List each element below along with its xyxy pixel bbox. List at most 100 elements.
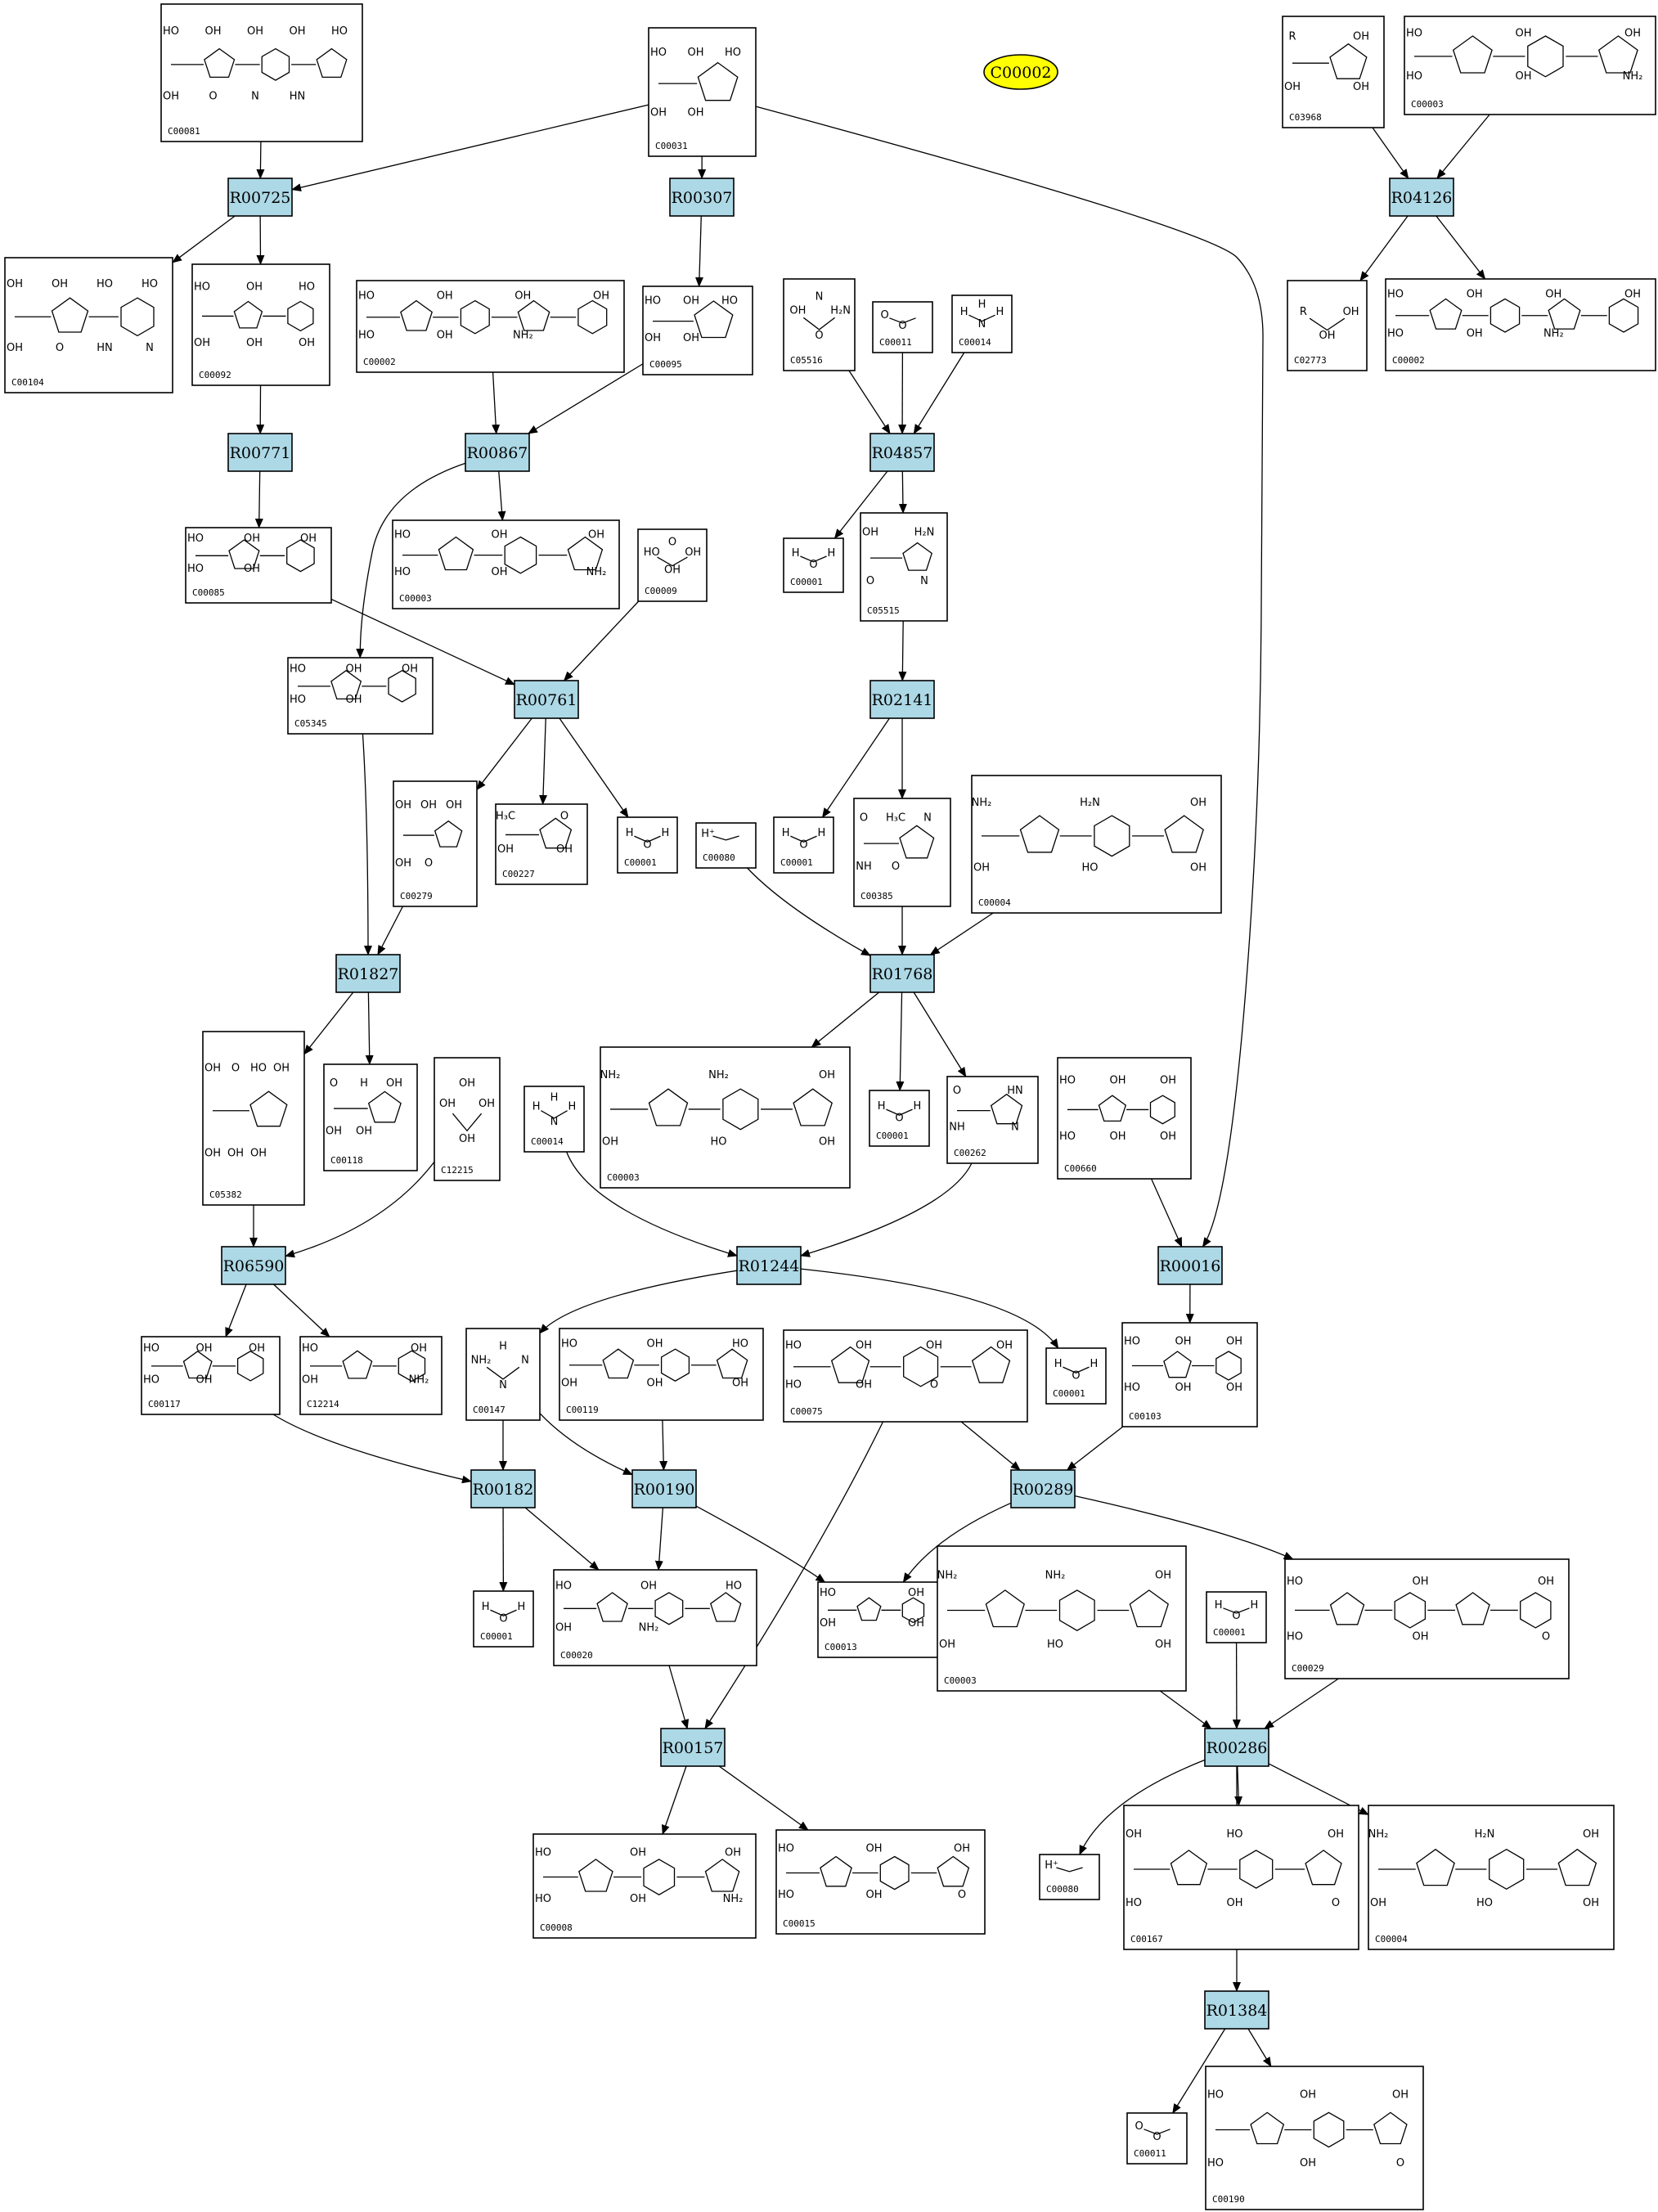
reaction-node-r00307[interactable]: R00307	[669, 178, 735, 217]
structure-drawing	[658, 61, 739, 101]
reaction-node-r00289[interactable]: R00289	[1010, 1469, 1076, 1508]
reaction-node-r01768[interactable]: R01768	[869, 954, 935, 993]
atom-label: H	[550, 1092, 559, 1104]
atom-label: OH	[204, 1062, 221, 1074]
reaction-node-r00761[interactable]: R00761	[514, 680, 579, 719]
atom-label: OH	[856, 1379, 872, 1391]
atom-label: OH	[1155, 1639, 1171, 1651]
reaction-node-r01244[interactable]: R01244	[736, 1246, 802, 1285]
atom-label: OH	[345, 694, 362, 706]
edge-R00289-n44	[902, 1502, 1012, 1583]
reaction-node-r00867[interactable]: R00867	[465, 433, 530, 472]
query-compound-node[interactable]: C00002	[983, 54, 1058, 90]
atom-label: OH	[1515, 70, 1531, 83]
edge-R06590-n36	[273, 1284, 330, 1338]
atom-label: HO	[785, 1339, 802, 1351]
atom-label: HO	[725, 47, 741, 59]
reaction-node-r00725[interactable]: R00725	[227, 178, 293, 217]
compound-id-label: C00080	[703, 852, 735, 863]
atom-label: OH	[1300, 2157, 1316, 2169]
compound-id-label: C05382	[209, 1189, 242, 1200]
compound-node-c00080[interactable]: H⁺C00080	[1039, 1854, 1100, 1900]
reaction-node-r00286[interactable]: R00286	[1204, 1728, 1269, 1767]
structure-drawing	[1215, 2111, 1408, 2148]
atom-label: NH₂	[723, 1893, 744, 1905]
reaction-node-r04126[interactable]: R04126	[1389, 178, 1454, 217]
reaction-node-r00771[interactable]: R00771	[227, 433, 293, 472]
atom-label: OH	[1109, 1075, 1126, 1087]
reaction-node-r01827[interactable]: R01827	[335, 954, 401, 993]
compound-id-label: C00029	[1292, 1663, 1324, 1674]
compound-node-c00080[interactable]: H⁺C00080	[695, 822, 757, 869]
reaction-node-r00016[interactable]: R00016	[1157, 1246, 1223, 1285]
edge-n33-R01244	[800, 1162, 973, 1257]
reaction-node-r02141[interactable]: R02141	[869, 680, 935, 719]
reaction-node-r04857[interactable]: R04857	[869, 433, 935, 472]
reaction-node-r00190[interactable]: R00190	[631, 1469, 697, 1508]
reaction-node-r00182[interactable]: R00182	[470, 1469, 536, 1508]
edge-layer	[172, 104, 1490, 2114]
structure-drawing	[828, 1597, 925, 1624]
structure-drawing	[870, 542, 932, 571]
reaction-label: R00771	[230, 444, 291, 462]
atom-label: OH	[459, 1133, 475, 1145]
reaction-node-r01384[interactable]: R01384	[1204, 1990, 1269, 2030]
compound-id-label: C00092	[199, 370, 231, 380]
reaction-node-r06590[interactable]: R06590	[221, 1246, 286, 1285]
reaction-label: R02141	[872, 691, 933, 709]
reaction-node-r00157[interactable]: R00157	[660, 1728, 726, 1767]
